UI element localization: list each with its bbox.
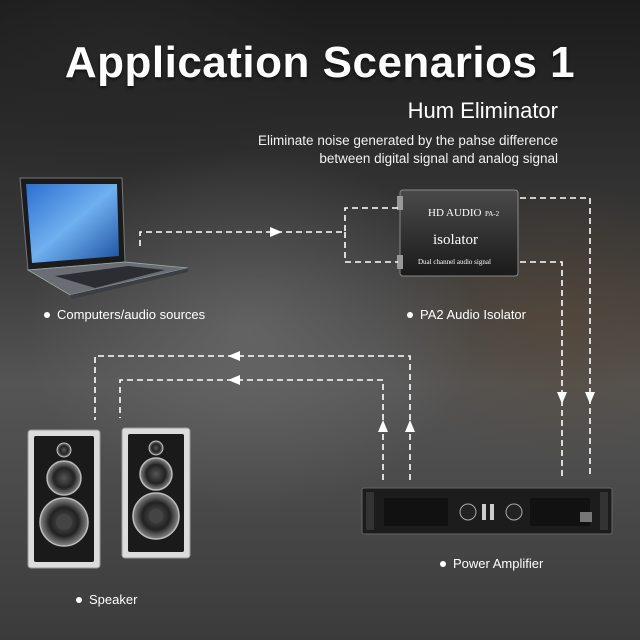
bullet-icon [44, 311, 50, 318]
bullet-icon [76, 596, 82, 603]
speaker-left-icon [27, 429, 101, 569]
speaker-right-icon [121, 427, 191, 559]
arrowheads [228, 227, 595, 432]
arrow-down-icon [557, 392, 567, 404]
description-line-1: Eliminate noise generated by the pahse d… [258, 133, 558, 148]
arrow-right-icon [270, 227, 282, 237]
device-name: isolator [433, 232, 478, 248]
laptop-icon [19, 177, 189, 299]
amplifier-label: Power Amplifier [440, 556, 543, 571]
computer-label-text: Computers/audio sources [57, 307, 206, 322]
arrow-left-icon [228, 375, 240, 385]
speaker-label: Speaker [76, 592, 137, 607]
subtitle: Hum Eliminator [407, 98, 558, 123]
bullet-icon [440, 560, 446, 567]
isolator-label-text: PA2 Audio Isolator [420, 307, 526, 322]
device-model: PA-2 [485, 210, 500, 218]
isolator-to-amp-line-2 [520, 261, 563, 478]
speaker-label-text: Speaker [89, 592, 138, 607]
device-brand: HD AUDIO [428, 207, 482, 219]
isolator-device-icon: HD AUDIO PA-2 isolator Dual channel audi… [397, 189, 519, 277]
arrow-down-icon [585, 392, 595, 404]
laptop-to-isolator-line [139, 207, 398, 246]
description-line-2: between digital signal and analog signal [319, 151, 558, 166]
description: Eliminate noise generated by the pahse d… [258, 132, 558, 168]
computer-label: Computers/audio sources [44, 307, 205, 322]
arrow-up-icon [405, 420, 415, 432]
isolator-to-amp-line-1 [520, 197, 591, 478]
power-amplifier-icon [361, 487, 613, 535]
page-title: Application Scenarios 1 [64, 38, 576, 87]
arrow-left-icon [228, 351, 240, 361]
isolator-label: PA2 Audio Isolator [407, 307, 526, 322]
arrow-up-icon [378, 420, 388, 432]
bullet-icon [407, 311, 413, 318]
device-caption: Dual channel audio signal [418, 258, 491, 266]
amplifier-label-text: Power Amplifier [453, 556, 544, 571]
amp-to-speaker-line-2 [94, 355, 411, 480]
